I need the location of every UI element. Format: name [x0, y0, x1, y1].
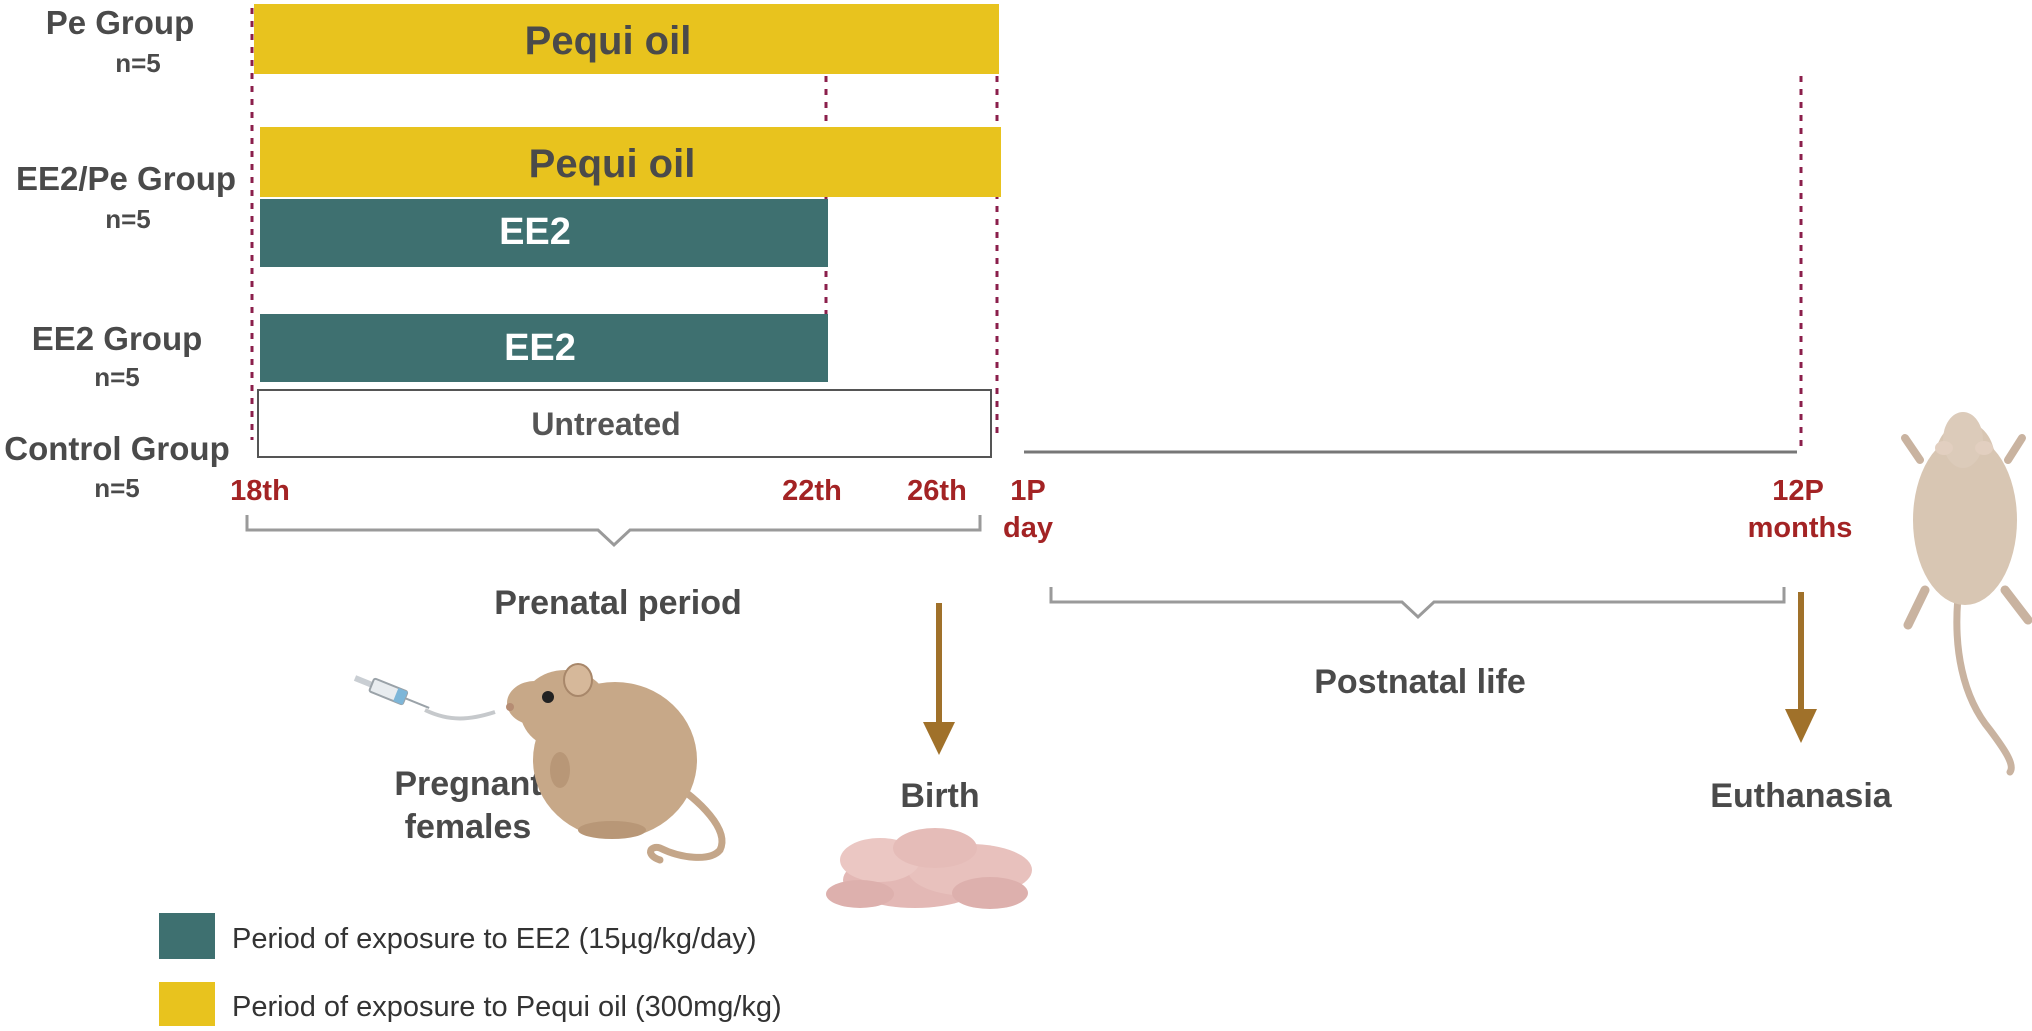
legend-swatch-ee2 — [159, 913, 215, 959]
group-n-control: n=5 — [94, 473, 140, 503]
legend-label-pequi: Period of exposure to Pequi oil (300mg/k… — [232, 991, 782, 1023]
legend: Period of exposure to EE2 (15µg/kg/day) … — [159, 913, 782, 1026]
day-label-12p: 12P — [1772, 475, 1824, 507]
down-arrow-icon — [1785, 592, 1817, 743]
postnatal-bracket — [1049, 587, 1786, 620]
bar-ee2pe-pequi — [260, 127, 1001, 197]
bar-control-label: Untreated — [531, 406, 680, 442]
bar-control — [257, 389, 992, 458]
legend-label-ee2: Period of exposure to EE2 (15µg/kg/day) — [232, 923, 757, 955]
day-label-1p: 1P — [1010, 475, 1045, 507]
tube-icon — [424, 708, 496, 721]
group-label-ee2pe: EE2/Pe Group — [16, 160, 236, 197]
prenatal-bracket — [245, 515, 982, 548]
euthanasia-label: Euthanasia — [1710, 777, 1892, 815]
day-label-12p-months: months — [1748, 512, 1853, 544]
group-label-pe: Pe Group — [46, 4, 195, 41]
exposure-bars: Pequi oil Pequi oil EE2 EE2 Untreated — [254, 4, 1001, 458]
group-n-ee2pe: n=5 — [105, 204, 151, 234]
pregnant-rat-icon — [506, 663, 726, 864]
timeline-labels: 18th 22th 26th 1P day 12P months — [230, 475, 1852, 544]
day-label-26th: 26th — [907, 475, 967, 507]
adult-rat-icon — [1901, 412, 2032, 776]
day-label-1p-day: day — [1003, 512, 1053, 544]
down-arrow-icon — [923, 603, 955, 755]
group-n-ee2: n=5 — [94, 362, 140, 392]
group-labels: Pe Group n=5 EE2/Pe Group n=5 EE2 Group … — [4, 4, 236, 503]
prenatal-period-label: Prenatal period — [494, 584, 742, 622]
bar-pe-pequi-label: Pequi oil — [525, 19, 692, 63]
pregnant-label-line2: females — [405, 808, 532, 846]
pregnant-label-line1: Pregnant — [394, 765, 541, 803]
pups-icon — [826, 828, 1032, 909]
bar-ee2pe-pequi-label: Pequi oil — [529, 142, 696, 186]
day-label-18th: 18th — [230, 475, 290, 507]
legend-swatch-pequi — [159, 982, 215, 1026]
group-label-ee2: EE2 Group — [32, 320, 203, 357]
bar-ee2-ee2 — [260, 314, 828, 382]
group-label-control: Control Group — [4, 430, 229, 467]
bar-pe-pequi — [254, 4, 999, 74]
postnatal-life-label: Postnatal life — [1314, 663, 1526, 701]
group-n-pe: n=5 — [115, 48, 161, 78]
dashed-markers — [250, 8, 1803, 450]
syringe-icon — [353, 675, 430, 709]
birth-label: Birth — [900, 777, 979, 815]
bar-ee2-ee2-label: EE2 — [504, 327, 576, 369]
bar-ee2pe-ee2-label: EE2 — [499, 211, 571, 253]
day-label-22th: 22th — [782, 475, 842, 507]
bar-ee2pe-ee2 — [260, 199, 828, 267]
